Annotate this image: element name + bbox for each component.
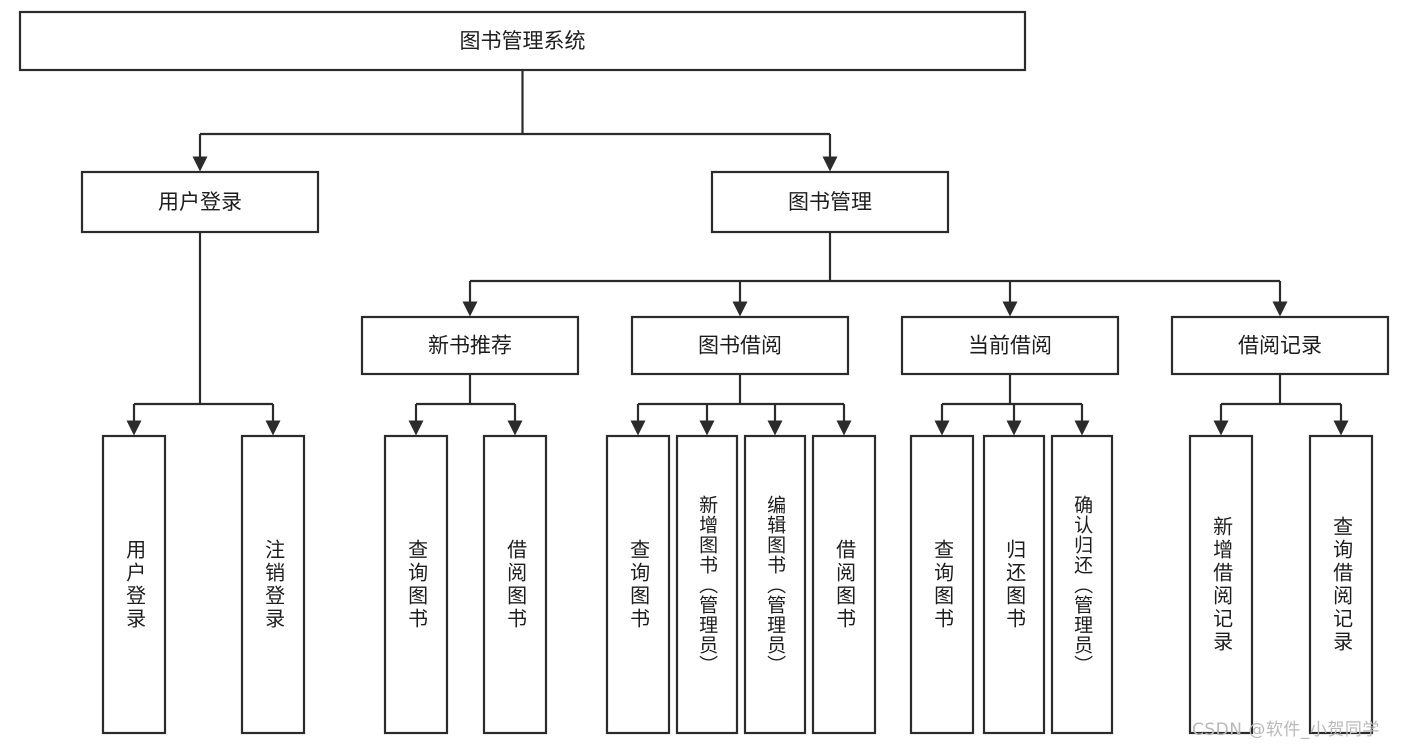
arrow-head-icon bbox=[507, 420, 523, 436]
node-label-book-borrow: 图书借阅 bbox=[698, 334, 782, 358]
node-box-leaf-borrow-book-1[interactable] bbox=[482, 434, 548, 735]
node-leaf-query-book-2[interactable] bbox=[605, 434, 671, 735]
csdn-watermark: CSDN @软件_小贺同学 bbox=[1192, 720, 1380, 740]
node-box-new-book-recommend[interactable] bbox=[360, 315, 580, 376]
arrow-head-icon bbox=[836, 420, 852, 436]
arrow-head-icon bbox=[699, 420, 715, 436]
arrow-head-icon bbox=[1006, 420, 1022, 436]
node-label-current-borrow: 当前借阅 bbox=[968, 334, 1052, 358]
node-box-root[interactable] bbox=[18, 10, 1027, 72]
node-book-manage[interactable]: 图书管理 bbox=[710, 170, 950, 234]
arrow-head-icon bbox=[934, 420, 950, 436]
node-leaf-confirm-return-admin[interactable] bbox=[1050, 434, 1114, 735]
node-box-book-manage[interactable] bbox=[710, 170, 950, 234]
arrow-head-icon bbox=[1272, 301, 1288, 317]
arrow-head-icon bbox=[126, 420, 142, 436]
node-new-book-recommend[interactable]: 新书推荐 bbox=[360, 315, 580, 376]
node-box-current-borrow[interactable] bbox=[900, 315, 1120, 376]
node-leaf-borrow-book-1[interactable] bbox=[482, 434, 548, 735]
node-leaf-query-book-3[interactable] bbox=[909, 434, 975, 735]
node-box-leaf-query-book-2[interactable] bbox=[605, 434, 671, 735]
node-box-leaf-user-login[interactable] bbox=[101, 434, 167, 735]
node-label-book-manage: 图书管理 bbox=[788, 190, 872, 214]
node-box-leaf-borrow-book-2[interactable] bbox=[811, 434, 877, 735]
arrow-head-icon bbox=[1333, 420, 1349, 436]
connector-layer bbox=[126, 70, 1349, 436]
arrow-head-icon bbox=[630, 420, 646, 436]
node-box-user-login[interactable] bbox=[80, 170, 320, 234]
node-box-borrow-record[interactable] bbox=[1170, 315, 1390, 376]
node-label-new-book-recommend: 新书推荐 bbox=[428, 334, 512, 358]
arrow-head-icon bbox=[732, 301, 748, 317]
node-current-borrow[interactable]: 当前借阅 bbox=[900, 315, 1120, 376]
node-leaf-query-book-1[interactable] bbox=[383, 434, 449, 735]
node-leaf-user-login[interactable] bbox=[101, 434, 167, 735]
node-box-leaf-return-book[interactable] bbox=[982, 434, 1046, 735]
node-label-root: 图书管理系统 bbox=[460, 29, 586, 53]
arrow-head-icon bbox=[192, 156, 208, 172]
node-leaf-query-borrow-record[interactable] bbox=[1308, 434, 1374, 735]
arrow-head-icon bbox=[1074, 420, 1090, 436]
node-borrow-record[interactable]: 借阅记录 bbox=[1170, 315, 1390, 376]
node-box-leaf-query-book-1[interactable] bbox=[383, 434, 449, 735]
node-leaf-logout-login[interactable] bbox=[240, 434, 306, 735]
node-leaf-borrow-book-2[interactable] bbox=[811, 434, 877, 735]
node-label-borrow-record: 借阅记录 bbox=[1238, 334, 1322, 358]
node-leaf-return-book[interactable] bbox=[982, 434, 1046, 735]
arrow-head-icon bbox=[408, 420, 424, 436]
node-box-leaf-add-book-admin[interactable] bbox=[675, 434, 739, 735]
node-leaf-edit-book-admin[interactable] bbox=[743, 434, 807, 735]
node-box-leaf-query-book-3[interactable] bbox=[909, 434, 975, 735]
node-leaf-add-borrow-record[interactable] bbox=[1188, 434, 1254, 735]
arrow-head-icon bbox=[462, 301, 478, 317]
arrow-head-icon bbox=[265, 420, 281, 436]
arrow-head-icon bbox=[822, 156, 838, 172]
node-leaf-add-book-admin[interactable] bbox=[675, 434, 739, 735]
node-box-leaf-query-borrow-record[interactable] bbox=[1308, 434, 1374, 735]
node-box-book-borrow[interactable] bbox=[630, 315, 850, 376]
arrow-head-icon bbox=[1002, 301, 1018, 317]
arrow-head-icon bbox=[767, 420, 783, 436]
node-label-user-login: 用户登录 bbox=[158, 190, 242, 214]
node-user-login[interactable]: 用户登录 bbox=[80, 170, 320, 234]
node-box-leaf-logout-login[interactable] bbox=[240, 434, 306, 735]
node-box-leaf-confirm-return-admin[interactable] bbox=[1050, 434, 1114, 735]
arrow-head-icon bbox=[1213, 420, 1229, 436]
node-box-leaf-edit-book-admin[interactable] bbox=[743, 434, 807, 735]
node-root[interactable]: 图书管理系统 bbox=[18, 10, 1027, 72]
node-box-leaf-add-borrow-record[interactable] bbox=[1188, 434, 1254, 735]
node-book-borrow[interactable]: 图书借阅 bbox=[630, 315, 850, 376]
